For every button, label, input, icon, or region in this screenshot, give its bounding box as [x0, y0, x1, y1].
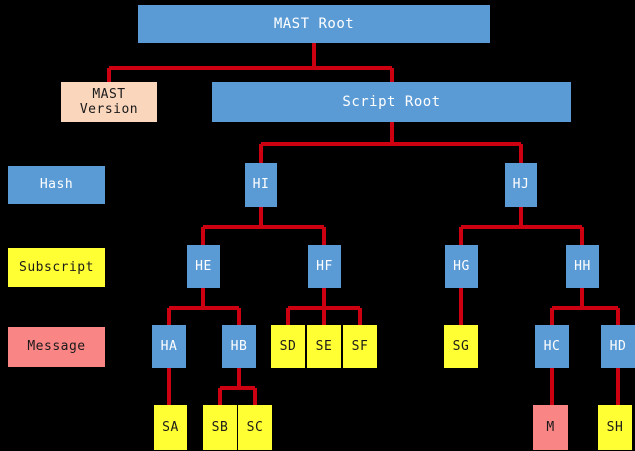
node-mast-root-label: MAST Root — [273, 15, 355, 32]
legend-message-swatch: Message — [8, 327, 105, 367]
legend-subscript-swatch: Subscript — [8, 248, 105, 287]
node-mast-root[interactable]: MAST Root — [138, 5, 490, 43]
edge-hh-bus — [550, 288, 620, 325]
node-sh[interactable]: SH — [598, 405, 632, 450]
node-sa-label: SA — [162, 419, 179, 435]
node-script-root-label: Script Root — [342, 93, 441, 110]
node-sf-label: SF — [351, 338, 369, 354]
node-sc-label: SC — [246, 419, 264, 435]
node-sb[interactable]: SB — [203, 405, 237, 450]
node-sa[interactable]: SA — [154, 405, 187, 450]
node-sd[interactable]: SD — [271, 325, 305, 368]
node-hj-label: HJ — [512, 177, 530, 193]
node-hf[interactable]: HF — [308, 245, 341, 288]
node-he-label: HE — [195, 258, 212, 274]
node-hg-label: HG — [453, 258, 470, 274]
node-hh-label: HH — [574, 258, 591, 274]
edge-hf-bus — [286, 288, 362, 325]
node-sh-label: SH — [606, 419, 624, 435]
node-hb[interactable]: HB — [222, 325, 256, 368]
legend-message-label: Message — [27, 339, 86, 355]
node-sg-label: SG — [452, 338, 470, 354]
legend-hash-label: Hash — [39, 177, 74, 193]
node-m-label: M — [546, 419, 555, 435]
edge-mastroot-bus — [107, 43, 394, 82]
edge-hj-bus — [459, 207, 584, 245]
node-mast-version-label: MAST Version — [79, 86, 139, 117]
node-sb-label: SB — [211, 419, 229, 435]
node-hg[interactable]: HG — [445, 245, 478, 288]
node-se-label: SE — [315, 338, 333, 354]
node-he[interactable]: HE — [187, 245, 220, 288]
node-ha-label: HA — [160, 338, 178, 354]
node-sf[interactable]: SF — [343, 325, 377, 368]
edge-scriptroot-bus — [259, 122, 523, 163]
node-sc[interactable]: SC — [238, 405, 272, 450]
node-hj[interactable]: HJ — [505, 163, 537, 207]
node-se[interactable]: SE — [307, 325, 341, 368]
node-hh[interactable]: HH — [566, 245, 599, 288]
edge-he-bus — [167, 288, 241, 325]
node-hi[interactable]: HI — [245, 163, 277, 207]
node-hd-label: HD — [609, 338, 627, 354]
node-hc-label: HC — [543, 338, 561, 354]
edge-hb-bus — [218, 368, 257, 405]
legend-subscript-label: Subscript — [19, 259, 94, 275]
node-sg[interactable]: SG — [444, 325, 478, 368]
node-hb-label: HB — [230, 338, 248, 354]
edge-hi-bus — [201, 207, 326, 245]
node-sd-label: SD — [279, 338, 297, 354]
node-hd[interactable]: HD — [601, 325, 635, 368]
legend-hash-swatch: Hash — [8, 166, 105, 204]
node-mast-version[interactable]: MAST Version — [61, 82, 157, 122]
node-script-root[interactable]: Script Root — [212, 82, 571, 122]
node-hf-label: HF — [316, 258, 333, 274]
node-hc[interactable]: HC — [535, 325, 569, 368]
node-m[interactable]: M — [533, 405, 568, 450]
node-hi-label: HI — [252, 177, 270, 193]
node-ha[interactable]: HA — [152, 325, 186, 368]
